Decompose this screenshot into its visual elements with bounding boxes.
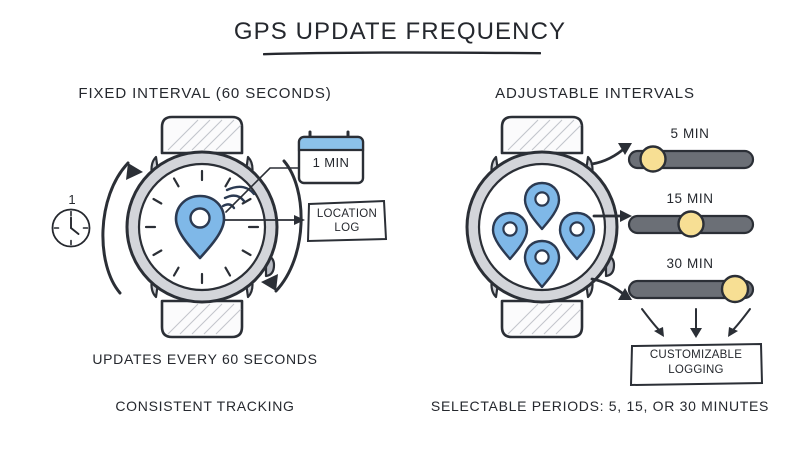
left-caption-consistent: CONSISTENT TRACKING bbox=[115, 398, 295, 414]
converging-arrows bbox=[641, 308, 751, 338]
slider-label-30min: 30 MIN bbox=[666, 256, 714, 271]
page-title: GPS UPDATE FREQUENCY bbox=[233, 18, 567, 45]
location-pin-icon bbox=[174, 194, 226, 260]
customizable-logging-label-line1: CUSTOMIZABLE bbox=[649, 349, 743, 361]
slider-knob[interactable] bbox=[720, 274, 750, 304]
location-pin-icon bbox=[523, 181, 561, 231]
arrow-to-slider-1 bbox=[592, 210, 632, 222]
badge-connector-line bbox=[225, 167, 305, 213]
slider-knob[interactable] bbox=[639, 145, 667, 173]
calendar-badge-label: 1 MIN bbox=[312, 155, 350, 170]
customizable-logging-label-line2: LOGGING bbox=[668, 364, 724, 376]
slider-30min[interactable] bbox=[627, 274, 755, 304]
slider-knob[interactable] bbox=[677, 210, 705, 238]
left-smartwatch-icon bbox=[101, 115, 303, 339]
right-smartwatch-icon bbox=[465, 115, 619, 339]
location-pin-icon bbox=[523, 239, 561, 289]
left-caption-updates: UPDATES EVERY 60 SECONDS bbox=[92, 351, 318, 367]
location-log-connector-arrow bbox=[225, 215, 305, 225]
slider-15min[interactable] bbox=[627, 209, 755, 239]
slider-label-5min: 5 MIN bbox=[670, 126, 710, 141]
calendar-icon bbox=[297, 130, 365, 185]
right-panel-heading: ADJUSTABLE INTERVALS bbox=[495, 85, 695, 102]
location-pin-icon bbox=[491, 211, 529, 261]
customizable-logging-box bbox=[629, 342, 764, 387]
location-log-label-line2: LOG bbox=[334, 222, 360, 234]
slider-5min[interactable] bbox=[627, 144, 755, 174]
arrow-to-slider-2 bbox=[590, 277, 632, 300]
right-caption-periods: SELECTABLE PERIODS: 5, 15, OR 30 MINUTES bbox=[430, 398, 770, 414]
title-underline bbox=[263, 51, 541, 56]
clock-icon bbox=[51, 208, 91, 248]
page-title-container: GPS UPDATE FREQUENCY bbox=[0, 18, 800, 46]
location-log-label-line1: LOCATION bbox=[316, 208, 378, 220]
location-log-box bbox=[306, 199, 388, 243]
left-panel-heading: FIXED INTERVAL (60 SECONDS) bbox=[78, 85, 332, 102]
location-pin-icon bbox=[558, 211, 596, 261]
arrow-to-slider-0 bbox=[590, 143, 632, 166]
clock-interval-number: 1 bbox=[68, 192, 76, 207]
slider-label-15min: 15 MIN bbox=[666, 191, 714, 206]
